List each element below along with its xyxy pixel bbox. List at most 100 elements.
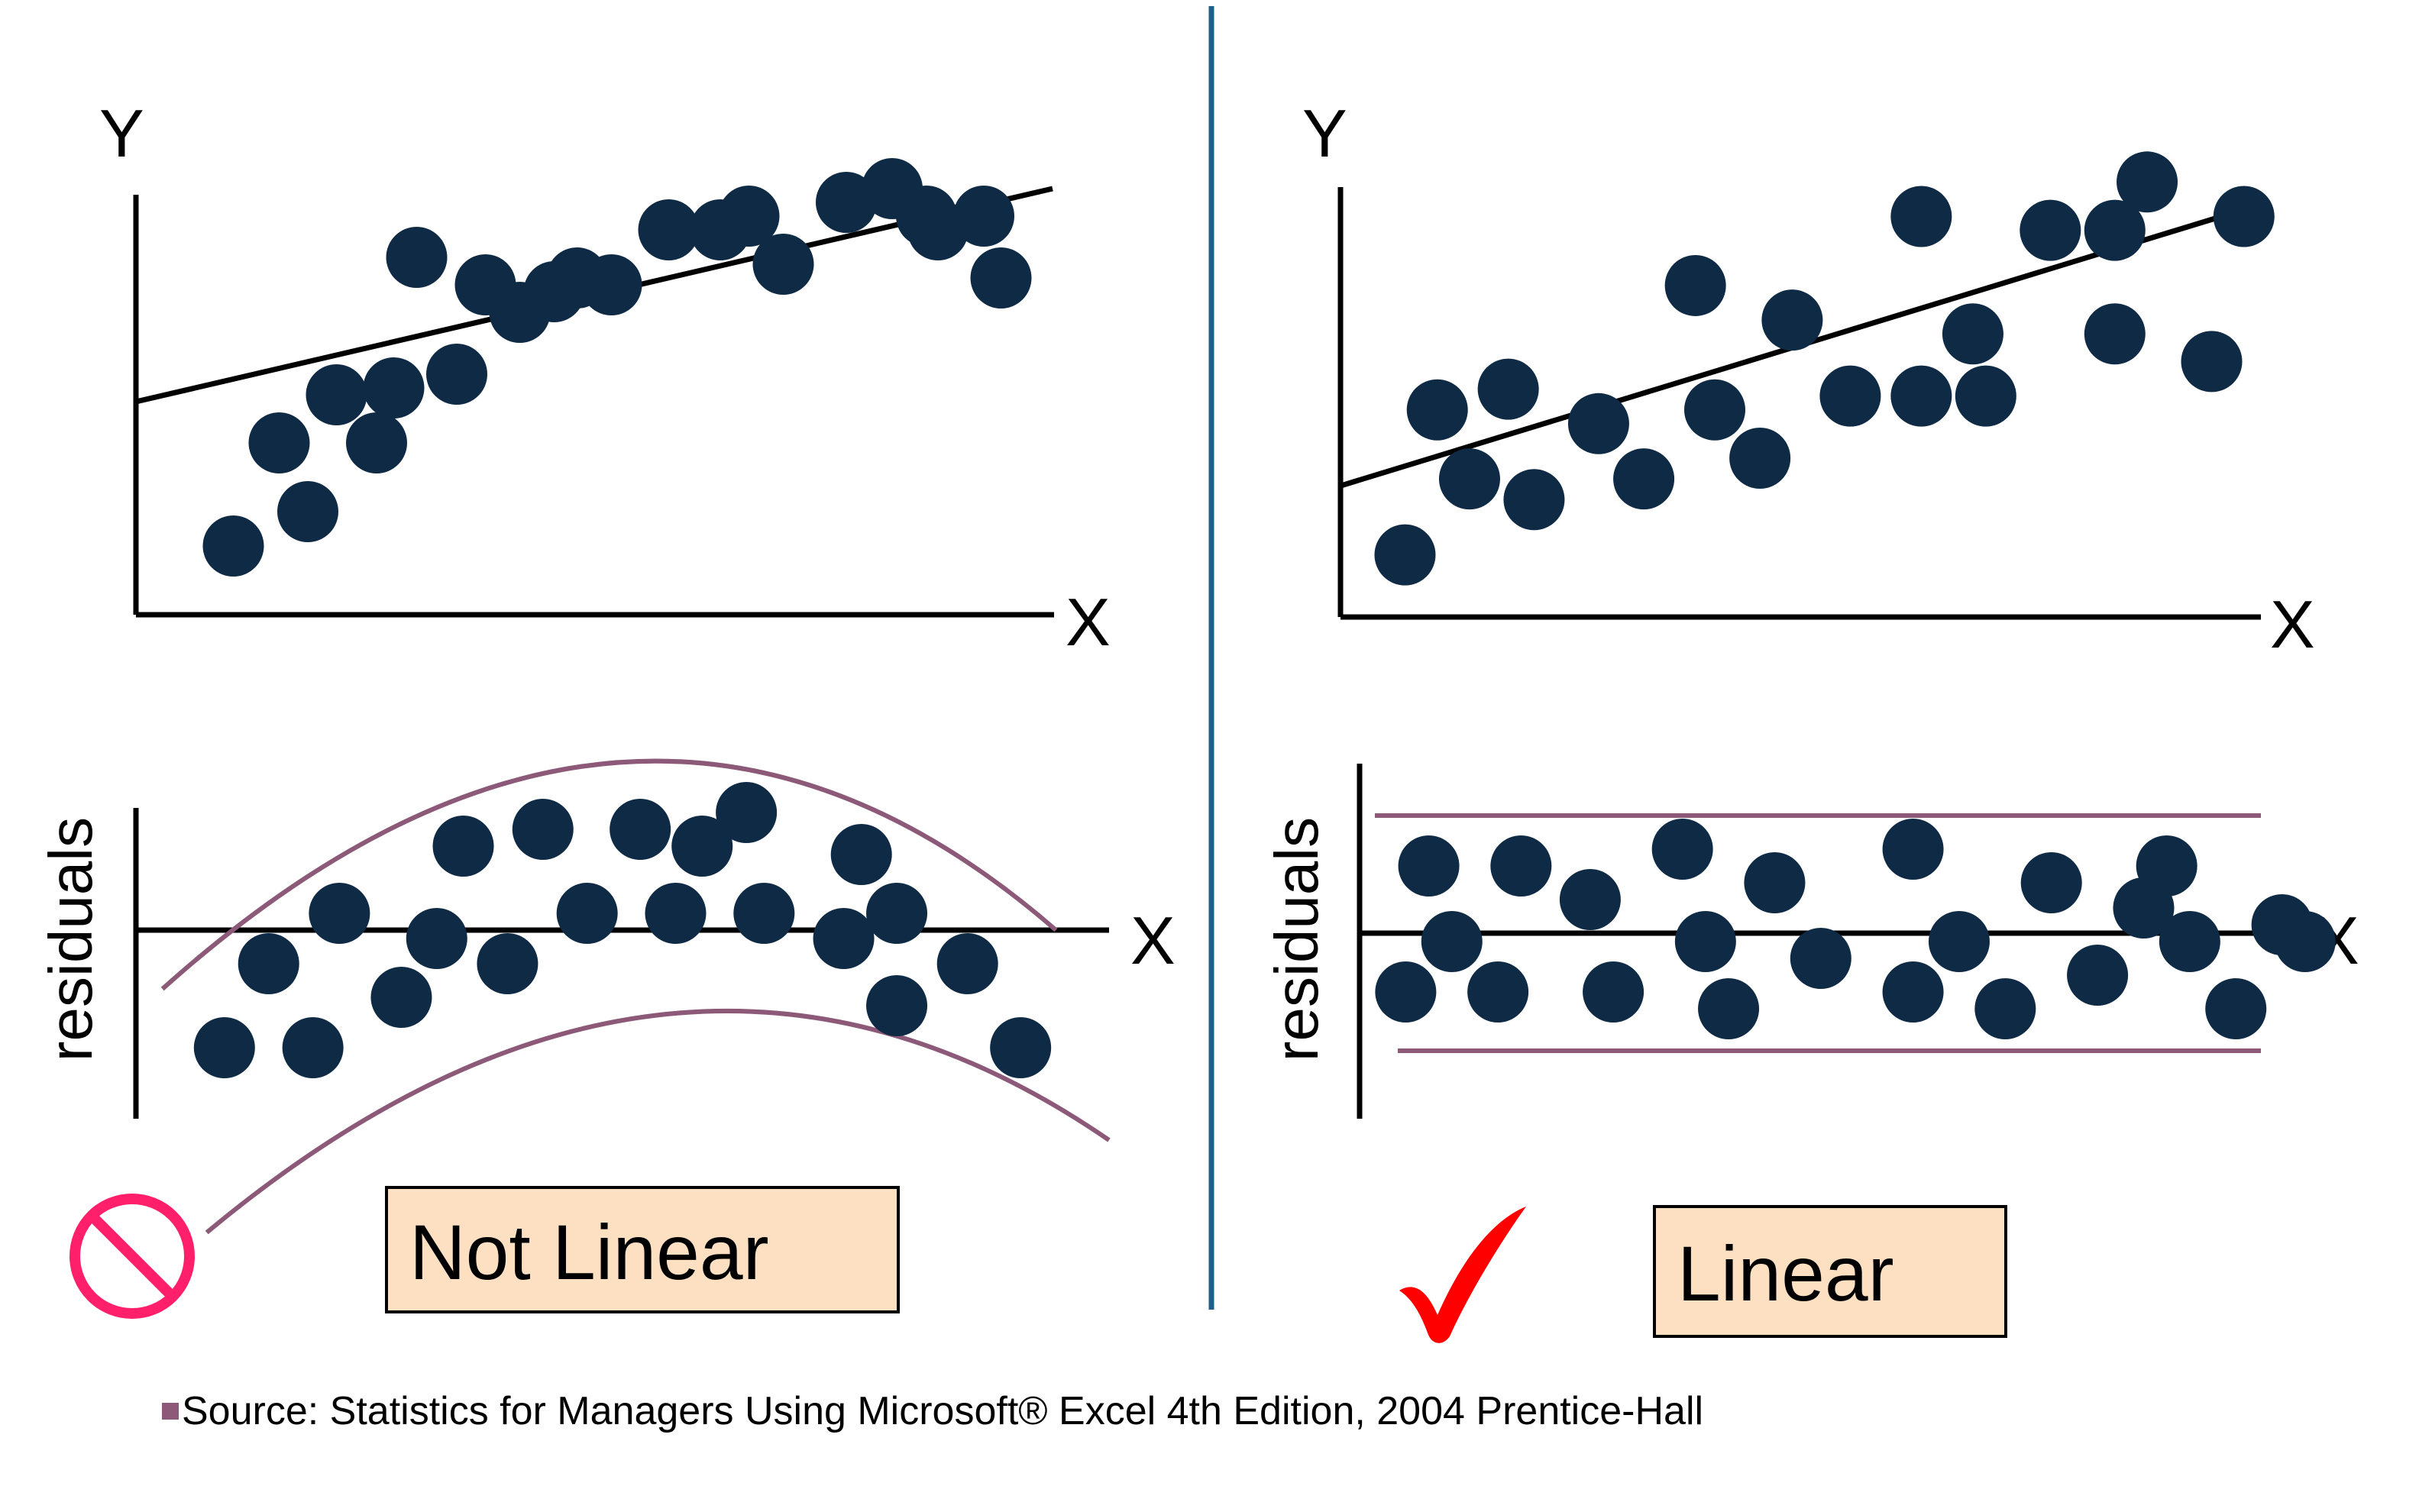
right-residual-point-6 — [1559, 869, 1621, 930]
right-residual-point-14 — [1882, 961, 1944, 1023]
right-scatter-point-13 — [1890, 186, 1952, 247]
right-scatter-point-16 — [1955, 365, 2016, 427]
prohibited-icon — [70, 1194, 195, 1319]
left-scatter-point-18 — [816, 172, 877, 233]
left-scatter-point-1 — [202, 515, 264, 577]
right-scatter-point-21 — [2181, 331, 2243, 393]
left-scatter-point-13 — [580, 254, 642, 315]
right-residual-point-13 — [1882, 819, 1944, 880]
right-scatter-point-2 — [1406, 379, 1468, 441]
left-scatter-point-4 — [306, 364, 367, 425]
right-residual-point-20 — [2136, 835, 2197, 897]
right-scatter-point-18 — [2084, 199, 2146, 261]
right-scatter-point-22 — [2213, 186, 2275, 247]
not-linear-label-box: Not Linear — [385, 1186, 900, 1313]
right-residual-point-22 — [2205, 978, 2267, 1039]
left-scatter-point-8 — [426, 344, 487, 405]
linear-label-box: Linear — [1653, 1205, 2007, 1338]
right-residual-point-9 — [1674, 911, 1736, 972]
left-residual-point-19 — [866, 975, 928, 1036]
left-residual-point-20 — [936, 933, 998, 994]
right-residual-point-10 — [1698, 978, 1760, 1039]
left-residual-point-7 — [432, 816, 494, 877]
right-scatter-point-15 — [1942, 303, 2003, 365]
left-residual-point-21 — [990, 1017, 1052, 1078]
left-scatter-point-5 — [346, 412, 407, 473]
left-scatter-point-22 — [953, 186, 1014, 247]
right-residual-point-8 — [1651, 819, 1713, 880]
left-residuals-x-label: X — [1130, 903, 1176, 978]
right-scatter-point-17 — [2020, 199, 2081, 261]
right-scatter-point-10 — [1729, 428, 1791, 489]
right-scatter-point-12 — [1819, 365, 1881, 427]
right-scatter-x-label: X — [2270, 586, 2315, 662]
right-residual-plot: residuals X — [1263, 764, 2359, 1119]
left-residual-point-15 — [733, 883, 795, 944]
linear-label: Linear — [1677, 1230, 1894, 1317]
right-scatter-y-label: Y — [1302, 95, 1347, 171]
checkmark-icon — [1399, 1207, 1526, 1343]
left-scatter-point-7 — [386, 227, 448, 288]
right-residual-point-15 — [1928, 911, 1990, 972]
left-scatter-y-label: Y — [99, 95, 144, 171]
left-residual-point-6 — [406, 908, 467, 969]
right-scatter-point-3 — [1438, 448, 1500, 510]
right-residual-point-3 — [1421, 911, 1483, 972]
right-residual-point-18 — [2067, 945, 2129, 1006]
right-scatter-point-20 — [2117, 151, 2178, 213]
right-residual-points — [1375, 819, 2336, 1039]
left-residual-point-3 — [282, 1017, 344, 1078]
left-scatter-point-6 — [363, 357, 425, 418]
right-residual-point-21 — [2159, 911, 2220, 972]
left-scatter-point-3 — [277, 481, 338, 542]
right-scatter-point-6 — [1567, 393, 1629, 454]
right-scatter-point-14 — [1890, 365, 1952, 427]
right-scatter-point-19 — [2084, 303, 2146, 365]
right-residual-point-1 — [1375, 961, 1437, 1023]
left-residual-point-9 — [512, 799, 574, 860]
right-residual-point-2 — [1398, 835, 1460, 897]
right-scatter-point-1 — [1374, 524, 1436, 586]
left-residuals-y-label: residuals — [37, 817, 105, 1061]
left-scatter-x-label: X — [1066, 584, 1111, 660]
left-residual-point-17 — [830, 824, 892, 885]
not-linear-label: Not Linear — [409, 1209, 769, 1296]
right-residual-point-5 — [1490, 835, 1552, 897]
right-scatter-point-7 — [1613, 448, 1675, 510]
right-scatter-point-11 — [1761, 289, 1823, 351]
left-residual-point-12 — [645, 883, 707, 944]
left-scatter-point-17 — [752, 234, 814, 295]
left-residual-points — [193, 782, 1052, 1078]
right-residuals-y-label: residuals — [1263, 817, 1331, 1061]
left-residual-point-14 — [716, 782, 778, 843]
left-residual-point-10 — [556, 883, 618, 944]
left-scatter-points — [202, 158, 1032, 577]
left-scatter-point-2 — [248, 412, 310, 473]
right-residual-point-24 — [2274, 911, 2336, 972]
left-scatter-plot: Y X — [99, 95, 1111, 660]
right-scatter-points — [1374, 151, 2275, 586]
right-residual-point-16 — [1974, 978, 2036, 1039]
left-residuals-lower-curve — [205, 1009, 1111, 1235]
left-residual-point-13 — [671, 816, 733, 877]
left-scatter-point-14 — [638, 199, 700, 260]
right-residual-point-7 — [1583, 961, 1644, 1023]
right-scatter-point-4 — [1477, 358, 1539, 420]
left-scatter-point-16 — [718, 186, 780, 247]
right-scatter-point-5 — [1503, 469, 1565, 531]
left-scatter-point-23 — [970, 247, 1032, 309]
right-residual-point-17 — [2020, 852, 2082, 913]
right-residual-point-4 — [1467, 961, 1529, 1023]
left-residual-point-18 — [866, 883, 928, 944]
left-residual-plot: residuals X — [37, 758, 1176, 1235]
right-residual-point-11 — [1744, 852, 1806, 913]
right-residual-point-12 — [1790, 928, 1851, 989]
left-residual-point-8 — [477, 933, 538, 994]
right-scatter-point-8 — [1664, 254, 1726, 316]
left-residual-point-2 — [238, 933, 299, 994]
bullet-square-icon — [162, 1403, 179, 1420]
left-residual-point-16 — [813, 908, 875, 969]
left-residual-point-4 — [309, 883, 370, 944]
left-residual-point-1 — [193, 1017, 255, 1078]
